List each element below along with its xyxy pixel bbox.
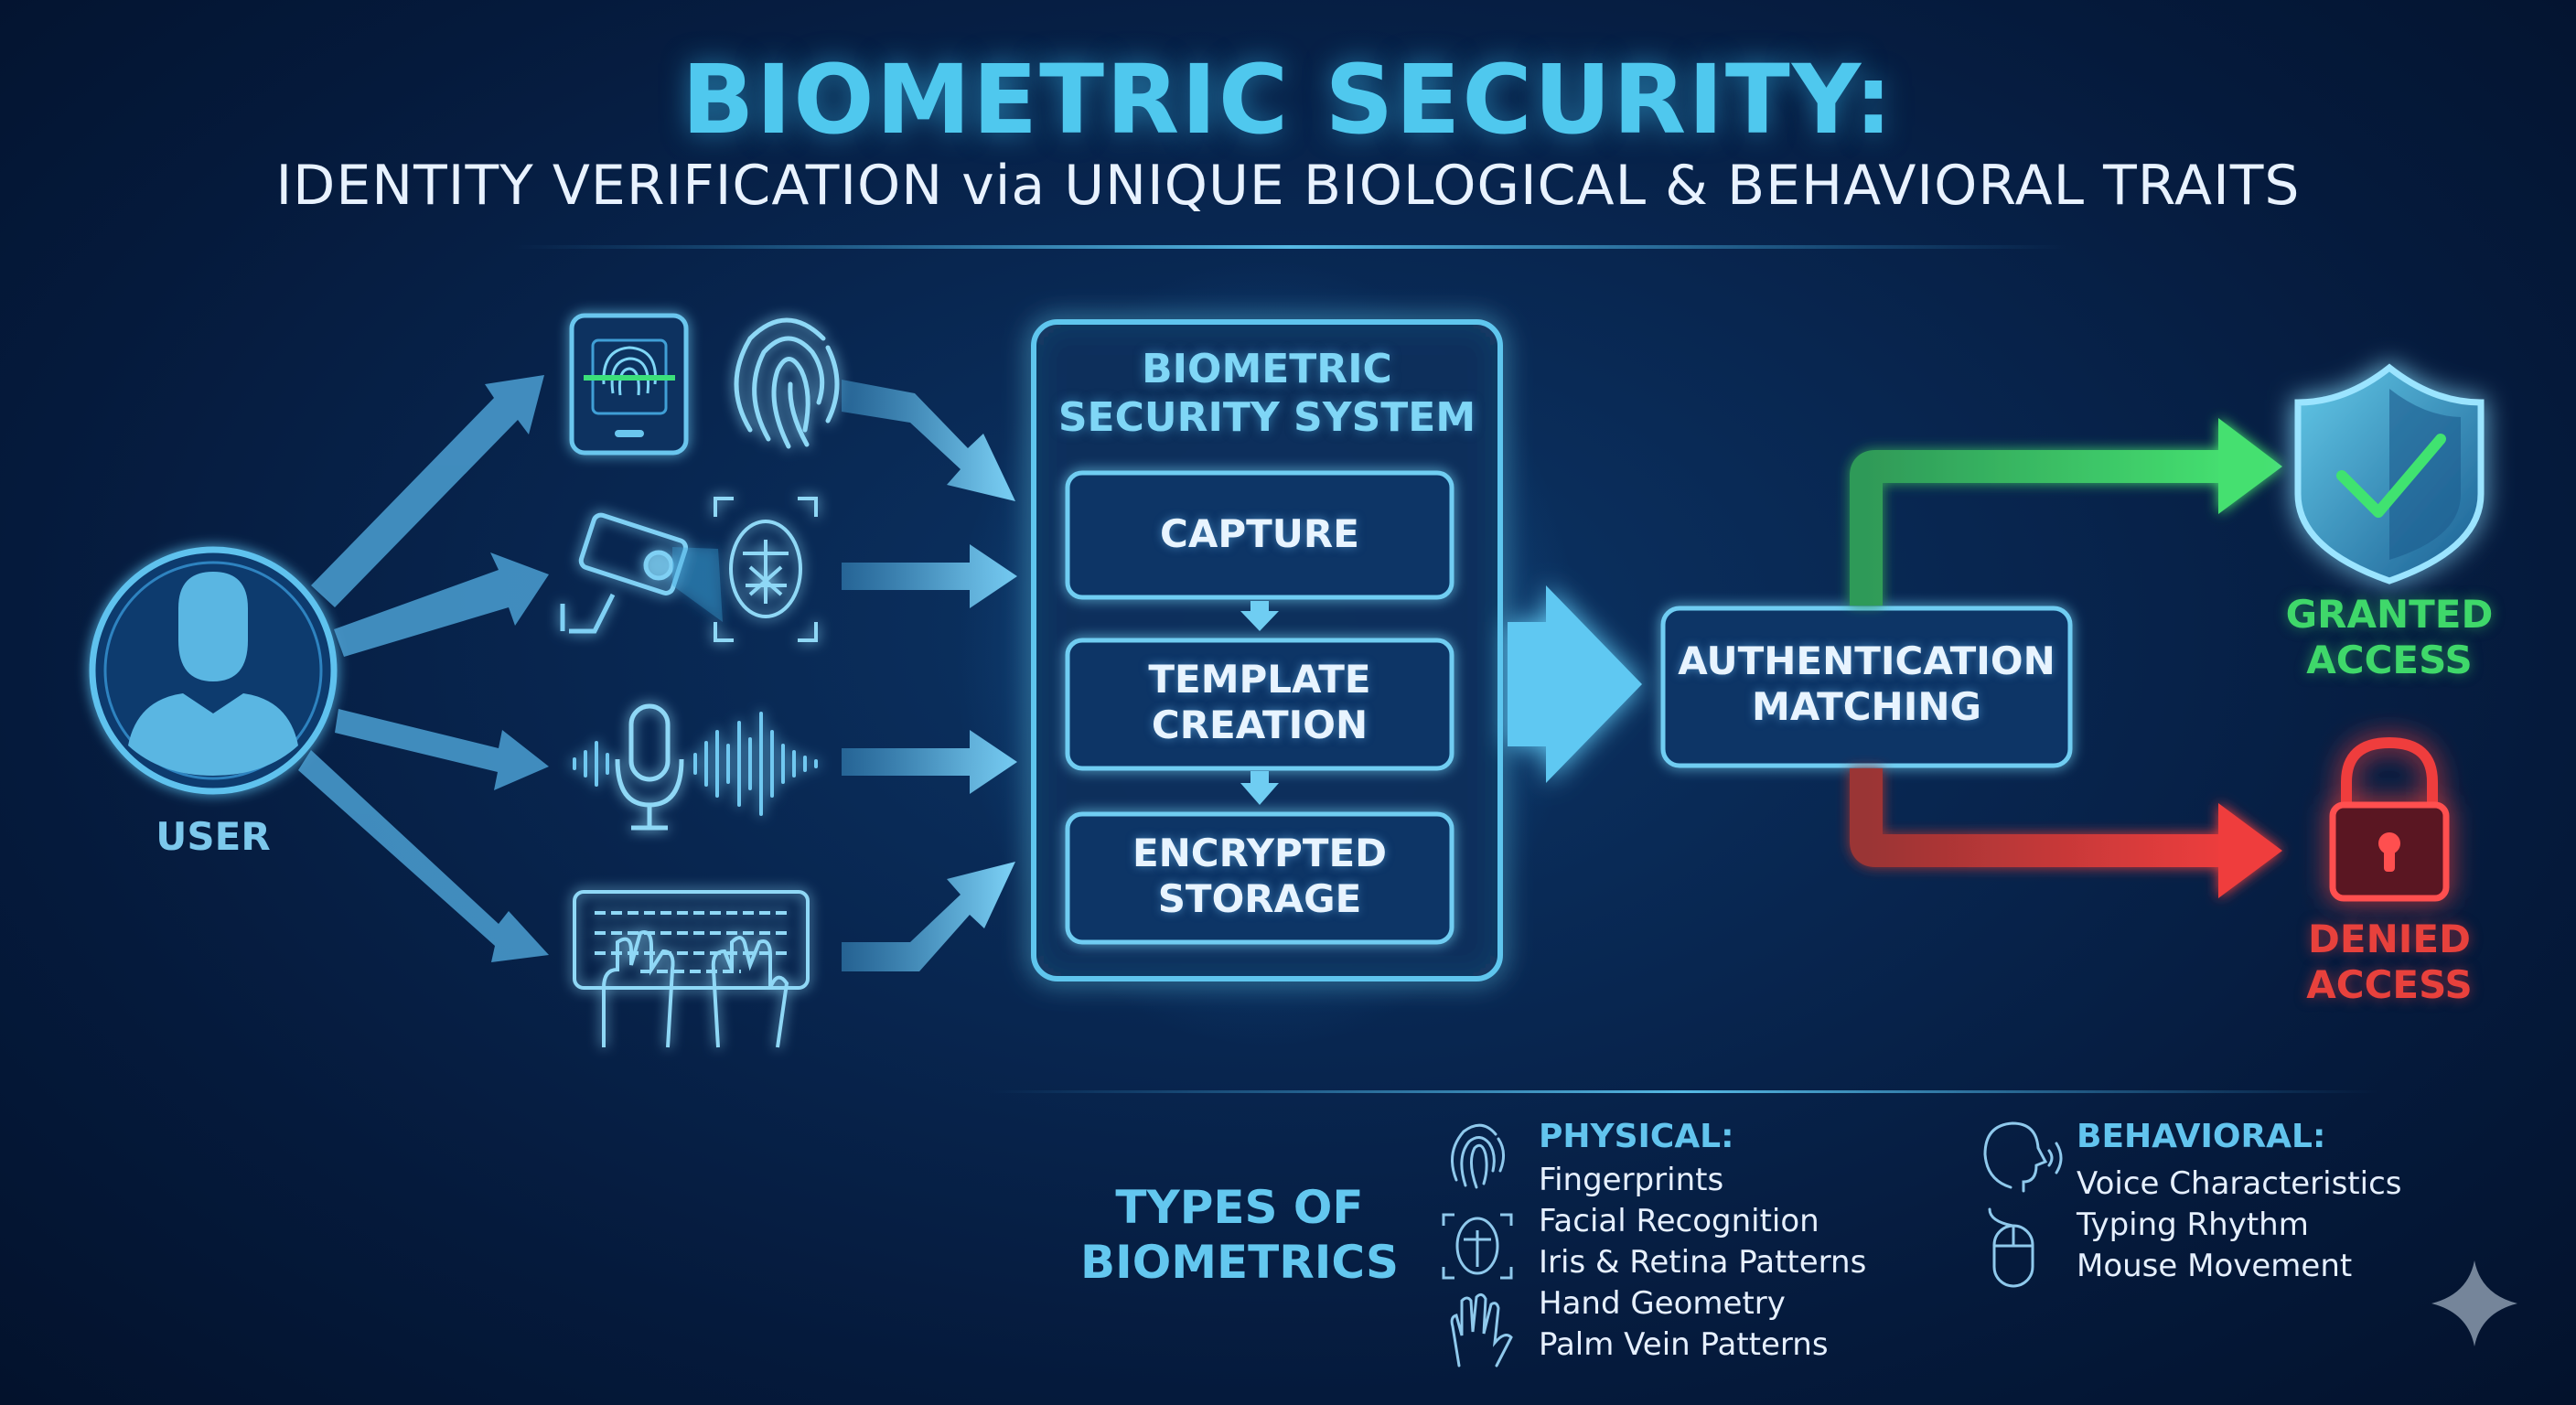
denied-line2: ACCESS — [2306, 962, 2473, 1008]
sparkle-icon — [2431, 1260, 2517, 1346]
template-creation-label: TEMPLATE CREATION — [1068, 657, 1452, 749]
list-item: Fingerprints — [1539, 1162, 1724, 1198]
user-to-inputs-arrows — [298, 375, 549, 962]
arrow-denied — [1850, 768, 2282, 898]
capture-label-line1: CAPTURE — [1160, 511, 1359, 556]
encrypted-storage-box — [1065, 811, 1454, 945]
keyboard-hands-icon — [573, 890, 810, 1048]
footer-divider — [988, 1090, 2378, 1093]
behavioral-list: Voice Characteristics Typing Rhythm Mous… — [2077, 1164, 2402, 1287]
arrow-user-voice — [335, 709, 549, 790]
arrow-user-fingerprint — [311, 375, 544, 607]
padlock-icon — [2329, 736, 2450, 902]
template-label-line1: TEMPLATE — [1148, 657, 1371, 702]
user-avatar-icon — [89, 546, 338, 795]
list-item: Iris & Retina Patterns — [1539, 1244, 1867, 1281]
authentication-matching-label: AUTHENTICATION MATCHING — [1663, 638, 2070, 731]
arrow-fingerprint-system — [842, 380, 1015, 501]
list-item: Hand Geometry — [1539, 1285, 1786, 1322]
denied-line1: DENIED — [2308, 917, 2471, 961]
physical-title: PHYSICAL: — [1539, 1118, 1734, 1155]
authentication-matching-box — [1660, 606, 2073, 768]
camera-icon — [560, 512, 723, 634]
step-down-arrows — [1240, 601, 1279, 805]
list-item: Typing Rhythm — [2077, 1207, 2309, 1243]
behavioral-mouse-icon — [1988, 1207, 2034, 1288]
physical-face-icon — [1442, 1213, 1513, 1280]
template-creation-box — [1065, 638, 1454, 771]
list-item: Palm Vein Patterns — [1539, 1326, 1829, 1363]
page-title: BIOMETRIC SECURITY: — [682, 44, 1894, 156]
matching-label-line1: AUTHENTICATION — [1678, 638, 2055, 683]
encrypted-storage-label: ENCRYPTED STORAGE — [1068, 831, 1452, 923]
physical-fingerprint-icon — [1451, 1123, 1505, 1189]
capture-box — [1065, 470, 1454, 600]
granted-access-label: GRANTED ACCESS — [2252, 592, 2527, 684]
storage-label-line2: STORAGE — [1157, 876, 1362, 922]
list-item: Voice Characteristics — [2077, 1165, 2402, 1202]
shield-check-icon — [2294, 363, 2485, 585]
capture-label: CAPTURE — [1068, 511, 1452, 557]
system-title: BIOMETRIC SECURITY SYSTEM — [1034, 346, 1500, 443]
face-scan-icon — [714, 497, 818, 642]
list-item: Mouse Movement — [2077, 1248, 2353, 1284]
types-title-line2: BIOMETRICS — [1080, 1236, 1399, 1289]
types-of-biometrics-title: TYPES OF BIOMETRICS — [1052, 1180, 1427, 1290]
denied-access-label: DENIED ACCESS — [2252, 917, 2527, 1009]
arrow-granted — [1850, 418, 2282, 606]
arrow-system-to-matching — [1508, 585, 1642, 783]
physical-list: Fingerprints Facial Recognition Iris & R… — [1539, 1160, 1866, 1366]
granted-line2: ACCESS — [2306, 638, 2473, 683]
fingerprint-scanner-icon — [569, 313, 689, 456]
header-divider — [512, 245, 2067, 249]
types-title-line1: TYPES OF — [1115, 1181, 1364, 1234]
system-title-line1: BIOMETRIC — [1142, 346, 1392, 392]
behavioral-title: BEHAVIORAL: — [2077, 1118, 2326, 1155]
physical-hand-icon — [1450, 1292, 1513, 1367]
granted-line1: GRANTED — [2285, 592, 2494, 637]
arrow-user-face — [334, 552, 549, 657]
arrow-user-typing — [298, 750, 549, 962]
arrow-typing-system — [842, 862, 1015, 971]
template-label-line2: CREATION — [1151, 702, 1368, 748]
system-title-line2: SECURITY SYSTEM — [1057, 393, 1476, 441]
matching-label-line2: MATCHING — [1752, 684, 1981, 730]
fingerprint-icon — [734, 317, 840, 449]
sound-wave-icon — [573, 712, 818, 816]
page-subtitle: IDENTITY VERIFICATION via UNIQUE BIOLOGI… — [275, 154, 2301, 218]
user-label: USER — [156, 814, 271, 859]
behavioral-voice-icon — [1983, 1121, 2063, 1193]
list-item: Facial Recognition — [1539, 1203, 1819, 1239]
storage-label-line1: ENCRYPTED — [1132, 831, 1388, 875]
microphone-icon — [615, 703, 684, 831]
